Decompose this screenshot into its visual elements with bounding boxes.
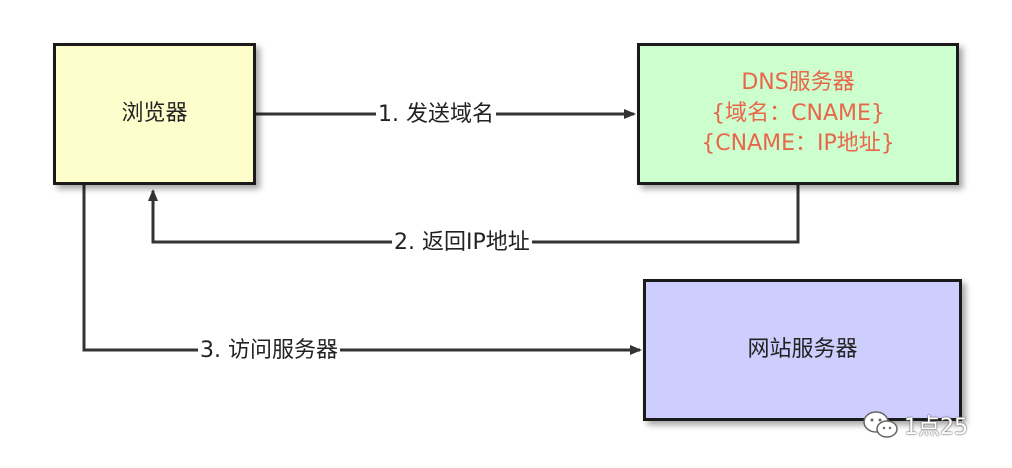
web-server-label: 网站服务器 — [747, 336, 858, 362]
web-server-node: 网站服务器 — [643, 279, 962, 421]
dns-record-cname-ip: {CNAME：IP地址} — [701, 131, 895, 157]
browser-node: 浏览器 — [53, 43, 256, 185]
browser-label: 浏览器 — [121, 100, 188, 126]
edge-label-return-ip: 2. 返回IP地址 — [392, 230, 532, 256]
dns-server-title: DNS服务器 — [741, 69, 855, 95]
dns-server-node: DNS服务器 {域名：CNAME} {CNAME：IP地址} — [637, 43, 959, 185]
watermark: 1点25 — [862, 409, 968, 441]
watermark-text: 1点25 — [904, 415, 968, 440]
arrow-visit-server — [82, 185, 642, 355]
edge-label-send-domain: 1. 发送域名 — [376, 102, 496, 128]
dns-record-domain-cname: {域名：CNAME} — [711, 100, 885, 126]
edge-label-visit-server: 3. 访问服务器 — [198, 338, 340, 364]
wechat-icon — [862, 410, 900, 440]
